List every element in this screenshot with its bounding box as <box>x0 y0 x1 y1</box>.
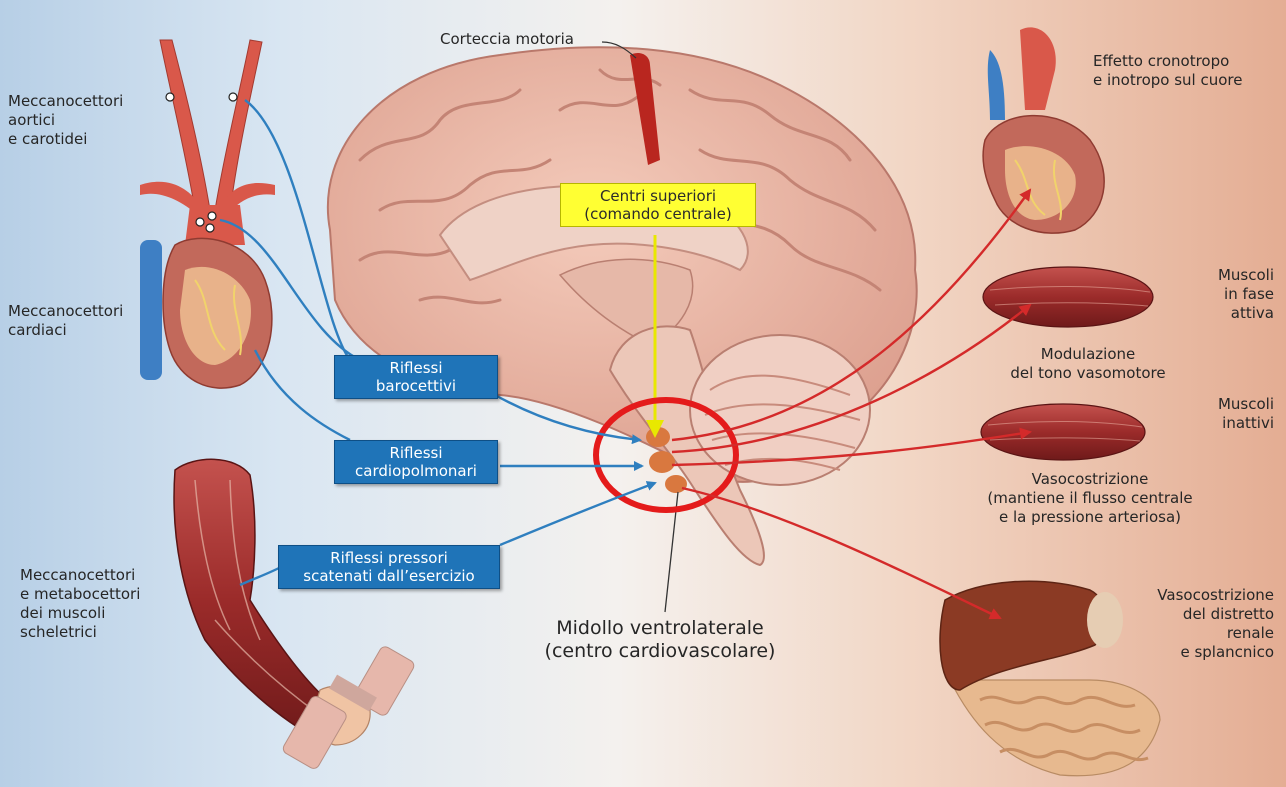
label-skeletal-muscle-receptors: Meccanocettori e metabocettori dei musco… <box>20 566 140 642</box>
left-heart <box>140 238 272 388</box>
baroreceptor-reflex-box: Riflessi barocettivi <box>334 355 498 399</box>
right-heart <box>983 27 1104 233</box>
exercise-pressor-reflex-box: Riflessi pressori scatenati dall’eserciz… <box>278 545 500 589</box>
inactive-muscle <box>981 404 1145 460</box>
cardiopulmonary-reflex-box: Riflessi cardiopolmonari <box>334 440 498 484</box>
label-medulla: Midollo ventrolaterale (centro cardiovas… <box>515 617 805 663</box>
active-muscle <box>983 267 1153 327</box>
label-central-vasoconstriction: Vasocostrizione (mantiene il flusso cent… <box>945 470 1235 527</box>
label-chronotropic-effect: Effetto cronotropo e inotropo sul cuore <box>1093 52 1242 90</box>
aorta-carotid-vessels <box>140 40 275 245</box>
label-inactive-muscles: Muscoli inattivi <box>1180 395 1274 433</box>
label-active-muscles: Muscoli in fase attiva <box>1180 266 1274 323</box>
label-aortic-carotid-mechanoreceptors: Meccanocettori aortici e carotidei <box>8 92 123 149</box>
label-cardiac-mechanoreceptors: Meccanocettori cardiaci <box>8 302 123 340</box>
higher-centers-box: Centri superiori (comando centrale) <box>560 183 756 227</box>
brain <box>328 47 917 612</box>
label-vasomotor-modulation: Modulazione del tono vasomotore <box>990 345 1186 383</box>
arm-muscles <box>174 459 416 770</box>
label-motor-cortex: Corteccia motoria <box>440 30 574 49</box>
label-renal-splanchnic-vasoconstriction: Vasocostrizione del distretto renale e s… <box>1100 586 1274 662</box>
